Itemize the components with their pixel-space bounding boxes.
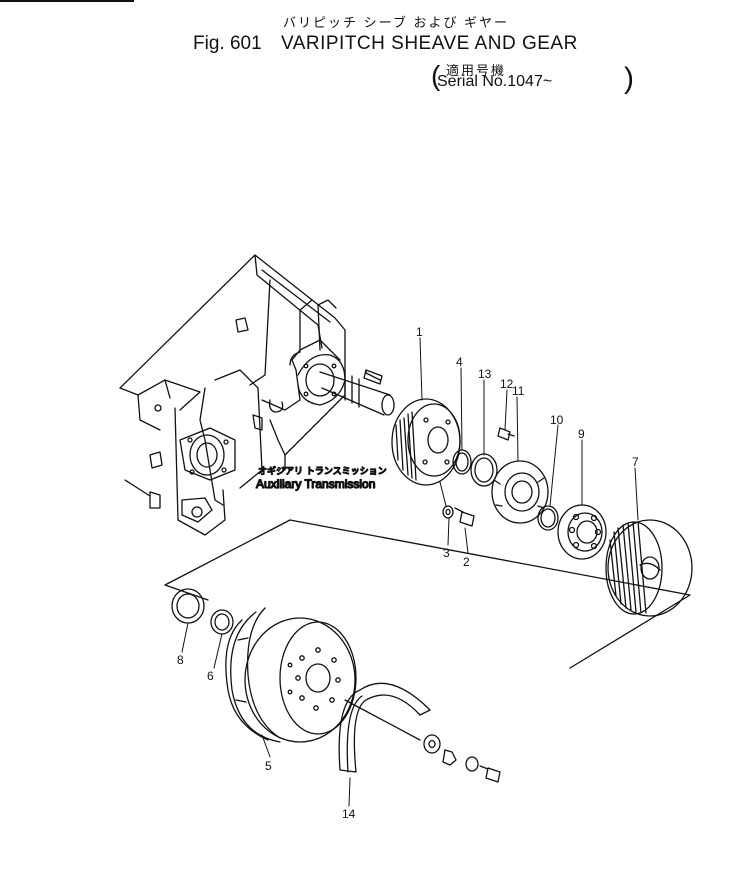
callout-4: 4 — [456, 355, 463, 369]
axis-line — [344, 699, 421, 741]
callout-7: 7 — [632, 455, 639, 469]
part-4-ring — [452, 449, 472, 475]
part-5-sheave — [225, 607, 357, 743]
callout-9: 9 — [578, 427, 585, 441]
callout-13: 13 — [478, 367, 492, 381]
callout-8: 8 — [177, 653, 184, 667]
figure-number: Fig. 601 — [193, 33, 262, 54]
callout-1: 1 — [416, 325, 423, 339]
callout-6: 6 — [207, 669, 214, 683]
title-kana: バリピッチ シーブ および ギヤー — [283, 15, 510, 30]
part-14-v-belt — [338, 682, 431, 773]
figure-name: VARIPITCH SHEAVE AND GEAR — [280, 33, 578, 54]
part-6-snap-ring — [210, 609, 234, 635]
part-9-bearing — [557, 504, 607, 560]
callout-10: 10 — [550, 413, 564, 427]
callout-3: 3 — [443, 546, 450, 560]
sheave-fasteners — [423, 734, 501, 783]
callout-14: 14 — [342, 807, 356, 821]
callout-11: 11 — [512, 384, 525, 398]
serial-label-jp: 適用号機 — [446, 63, 507, 78]
serial-number: Serial No.1047~ — [437, 73, 553, 90]
output-shaft — [319, 369, 395, 416]
part-1-gear-hub — [391, 398, 461, 486]
part-7-large-gear — [605, 519, 693, 617]
auxiliary-transmission-label: Auxiliary Transmission — [256, 477, 375, 491]
figure-title: Fig. 601 VARIPITCH SHEAVE AND GEAR — [193, 33, 578, 55]
paren-open-glyph: ( — [431, 60, 441, 91]
part-3-washer — [442, 505, 454, 519]
auxiliary-transmission-label-jp: オギジアリ トランスミッション — [258, 466, 387, 477]
part-2-bolt — [454, 507, 475, 527]
part-12-bolt — [497, 427, 515, 441]
transmission-housing — [119, 254, 346, 536]
part-11-flange — [491, 460, 549, 524]
callout-12: 12 — [500, 377, 514, 391]
part-8-seal — [171, 588, 205, 624]
top-rule — [0, 0, 134, 2]
leader-lines — [181, 337, 639, 807]
paren-close-glyph: ) — [624, 62, 634, 95]
part-10-snap-ring — [537, 505, 559, 531]
callout-5: 5 — [265, 759, 272, 773]
callout-2: 2 — [463, 555, 470, 569]
assembly-frame — [289, 519, 691, 669]
assembly-frame-left — [164, 519, 291, 601]
